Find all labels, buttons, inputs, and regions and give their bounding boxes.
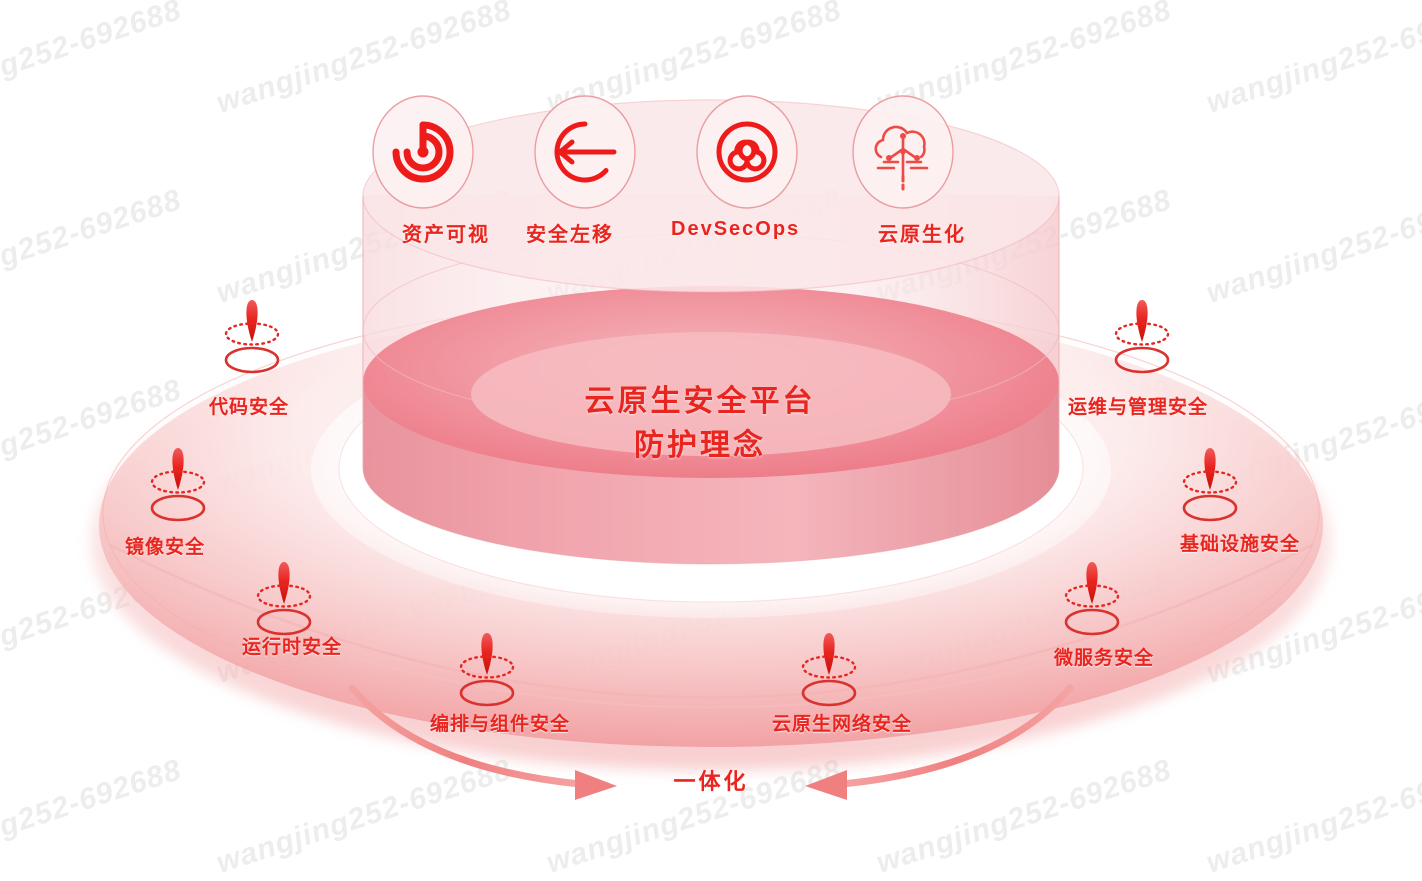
location-pin-icon (172, 448, 184, 490)
location-pin-icon (823, 633, 835, 675)
pillar-bubble-3[interactable] (696, 95, 798, 209)
ring-marker[interactable] (801, 633, 857, 707)
marker-base-ring (256, 608, 312, 636)
marker-dotted-ring (224, 322, 280, 346)
location-pin-icon (246, 300, 258, 342)
marker-dotted-ring (150, 470, 206, 494)
location-pin-icon (1204, 448, 1216, 490)
pillar-bubble-2[interactable] (534, 95, 636, 209)
marker-dotted-ring (1182, 470, 1238, 494)
ring-marker[interactable] (1114, 300, 1170, 374)
ring-marker[interactable] (1064, 562, 1120, 636)
location-pin-icon (278, 562, 290, 604)
diagram-artwork (91, 95, 1331, 800)
cloud-circuit-icon (874, 125, 929, 191)
ring-marker[interactable] (459, 633, 515, 707)
ring-marker[interactable] (224, 300, 280, 374)
integration-arrows (348, 684, 1074, 800)
marker-base-ring (224, 346, 280, 374)
ring-marker[interactable] (150, 448, 206, 522)
marker-base-ring (801, 679, 857, 707)
marker-dotted-ring (459, 655, 515, 679)
location-pin-icon (1136, 300, 1148, 342)
marker-dotted-ring (801, 655, 857, 679)
pillar-bubble-1[interactable] (372, 95, 474, 209)
marker-base-ring (150, 494, 206, 522)
marker-base-ring (1182, 494, 1238, 522)
pillar-bubbles (372, 95, 954, 209)
marker-base-ring (459, 679, 515, 707)
marker-base-ring (1064, 608, 1120, 636)
marker-dotted-ring (1064, 584, 1120, 608)
marker-base-ring (1114, 346, 1170, 374)
marker-dotted-ring (1114, 322, 1170, 346)
circle-arrow-left-icon (554, 121, 617, 183)
marker-dotted-ring (256, 584, 312, 608)
infinity-circle-icon (716, 121, 778, 183)
pillar-bubble-4[interactable] (852, 95, 954, 209)
location-pin-icon (1086, 562, 1098, 604)
ring-marker[interactable] (1182, 448, 1238, 522)
ring-markers (150, 300, 1238, 707)
arrow-head-left-icon (805, 770, 847, 800)
arrow-head-right-icon (575, 770, 617, 800)
location-pin-icon (481, 633, 493, 675)
radar-target-icon (392, 121, 454, 183)
ring-marker[interactable] (256, 562, 312, 636)
